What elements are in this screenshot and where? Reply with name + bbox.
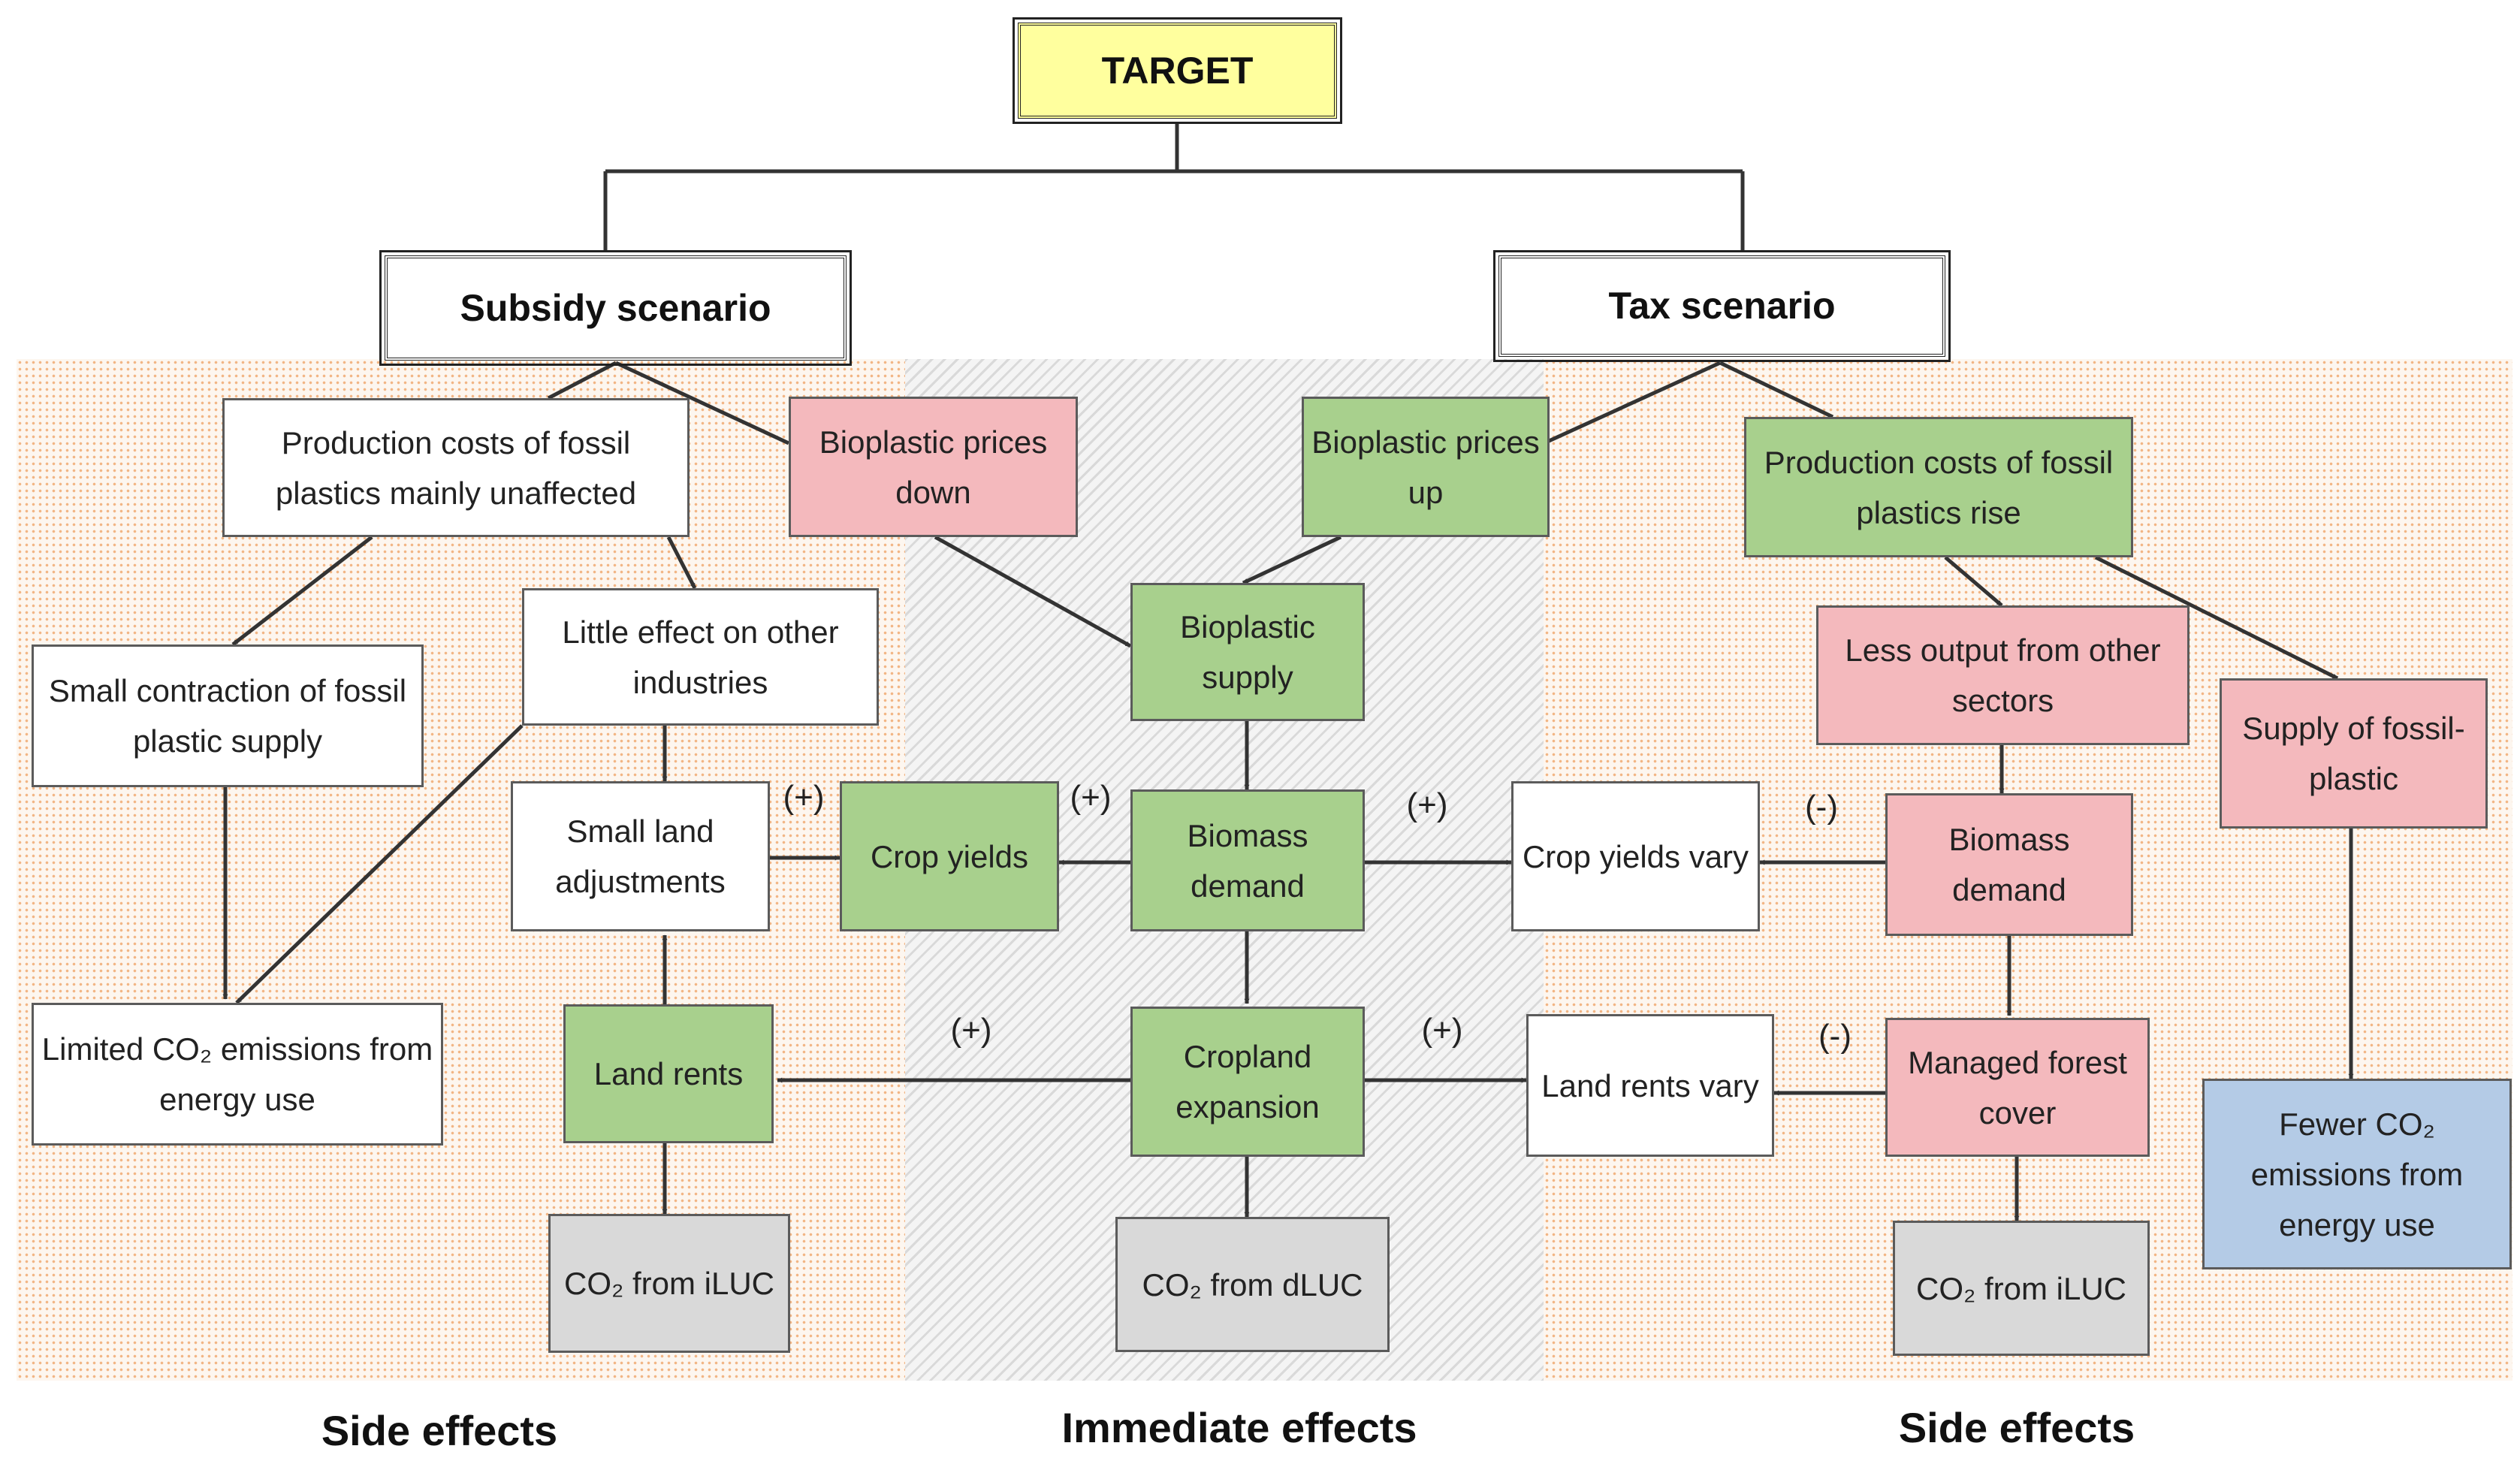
edge-subsidy-prices-down bbox=[614, 361, 790, 445]
small-contraction-box: Small contraction of fossil plastic supp… bbox=[32, 644, 424, 787]
edge-prices-up-supply bbox=[1242, 535, 1342, 585]
edge-prod-costs-little-effect bbox=[666, 536, 697, 590]
fewer-co2-emissions-box: Fewer CO₂ emissions from energy use bbox=[2202, 1079, 2512, 1269]
footer-immediate-effects: Immediate effects bbox=[1061, 1404, 1417, 1451]
edge-target-scenarios bbox=[603, 123, 1745, 252]
sign-minus-crop-vary: (-) bbox=[1805, 789, 1838, 826]
edge-prod-rise-supply-fossil bbox=[2094, 555, 2339, 681]
production-costs-unaffected-box: Production costs of fossil plastics main… bbox=[222, 398, 690, 537]
crop-yields-box: Crop yields bbox=[840, 781, 1059, 931]
co2-dluc-box: CO₂ from dLUC bbox=[1115, 1217, 1390, 1352]
sign-plus-land-vary: (+) bbox=[1421, 1012, 1463, 1049]
little-effect-box: Little effect on other industries bbox=[522, 588, 879, 726]
land-rents-vary-box: Land rents vary bbox=[1526, 1014, 1774, 1157]
bioplastic-supply-box: Bioplastic supply bbox=[1130, 583, 1365, 721]
edge-tax-prod-rise bbox=[1719, 361, 1834, 419]
sign-plus-crop-vary: (+) bbox=[1406, 786, 1448, 823]
edge-subsidy-prod-costs bbox=[547, 361, 617, 400]
small-land-adjustments-box: Small land adjustments bbox=[511, 781, 770, 931]
crop-yields-vary-box: Crop yields vary bbox=[1511, 781, 1760, 931]
edge-little-effect-limited bbox=[235, 724, 524, 1004]
target-box: TARGET bbox=[1013, 17, 1342, 124]
biomass-demand-center-box: Biomass demand bbox=[1130, 789, 1365, 931]
sign-minus-land-vary: (-) bbox=[1818, 1018, 1852, 1055]
footer-side-effects-right: Side effects bbox=[1898, 1404, 2135, 1451]
co2-iluc-right-box: CO₂ from iLUC bbox=[1893, 1221, 2150, 1356]
bioplastic-prices-down-box: Bioplastic prices down bbox=[789, 397, 1078, 537]
subsidy-scenario-box: Subsidy scenario bbox=[379, 250, 852, 366]
edge-prod-rise-less-output bbox=[1944, 556, 2003, 607]
limited-co2-emissions-box: Limited CO₂ emissions from energy use bbox=[32, 1003, 443, 1146]
managed-forest-cover-box: Managed forest cover bbox=[1885, 1018, 2150, 1157]
footer-side-effects-left: Side effects bbox=[321, 1407, 558, 1454]
tax-scenario-box: Tax scenario bbox=[1493, 250, 1951, 362]
bioplastic-prices-up-box: Bioplastic prices up bbox=[1302, 397, 1550, 537]
production-costs-rise-box: Production costs of fossil plastics rise bbox=[1744, 417, 2133, 557]
edge-prod-costs-small-contraction bbox=[231, 536, 373, 646]
less-output-box: Less output from other sectors bbox=[1816, 605, 2190, 745]
supply-fossil-plastic-box: Supply of fossil-plastic bbox=[2220, 678, 2488, 829]
land-rents-box: Land rents bbox=[563, 1004, 774, 1143]
co2-iluc-left-box: CO₂ from iLUC bbox=[548, 1214, 790, 1353]
edge-prices-down-supply bbox=[934, 535, 1132, 648]
sign-plus-small-land: (+) bbox=[783, 779, 825, 816]
biomass-demand-right-box: Biomass demand bbox=[1885, 793, 2133, 936]
cropland-expansion-box: Cropland expansion bbox=[1130, 1007, 1365, 1157]
sign-plus-land-rents: (+) bbox=[950, 1012, 992, 1049]
sign-plus-crop-yields: (+) bbox=[1070, 779, 1112, 816]
edge-tax-prices-up bbox=[1546, 361, 1722, 444]
